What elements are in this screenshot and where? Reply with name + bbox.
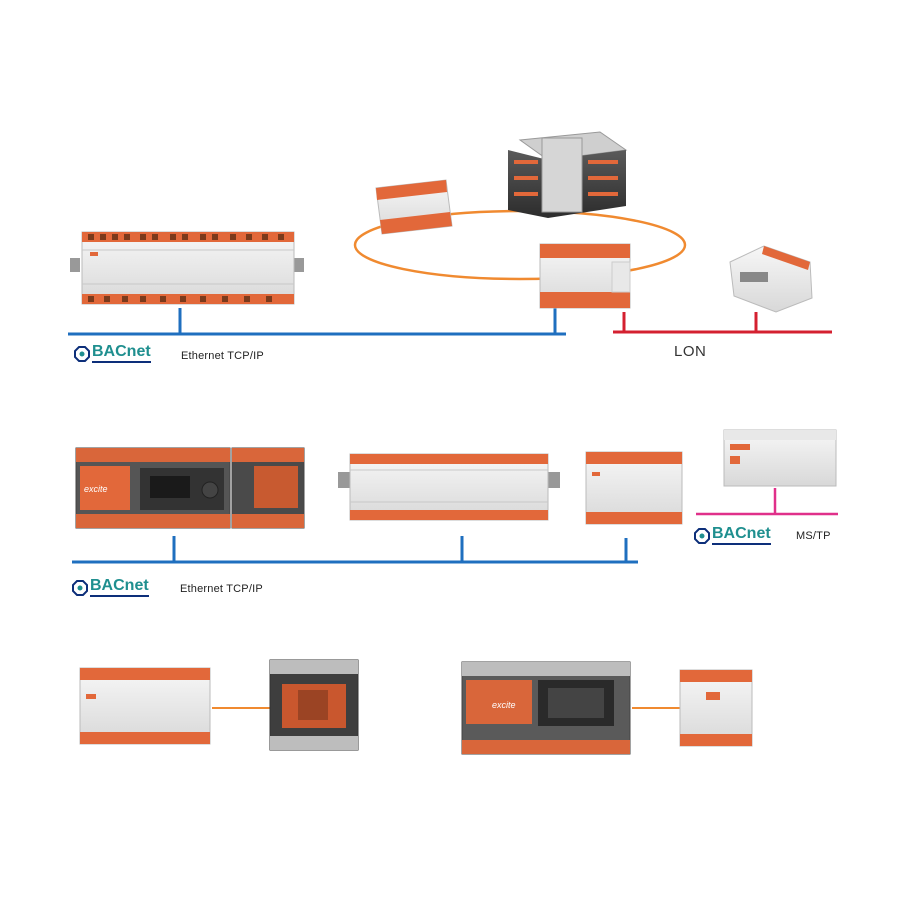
bacnet-wordmark: BACnet (92, 344, 151, 363)
bacnet-wordmark: BACnet (712, 526, 771, 545)
din-controller-bottom-left (79, 667, 211, 745)
expansion-module-dark (269, 659, 359, 751)
lon-label: LON (674, 343, 707, 360)
bacnet-logo-mstp: BACnet (694, 526, 771, 545)
excite-controller-bottom: excite (461, 661, 631, 755)
din-controller-long (338, 453, 560, 521)
io-module-bottom-right (679, 669, 753, 747)
din-controller-large (70, 231, 304, 305)
ring-module (539, 243, 631, 309)
mstp-label: MS/TP (796, 530, 831, 542)
brand-label: excite (84, 484, 108, 494)
bacnet-logo-icon (694, 527, 710, 544)
bacnet-logo-middle: BACnet (72, 578, 149, 597)
lon-module (729, 245, 813, 313)
ethernet-label-middle: Ethernet TCP/IP (180, 583, 263, 595)
rack-controller (508, 131, 628, 218)
io-module-small (375, 179, 453, 235)
bacnet-logo-icon (74, 345, 90, 362)
mstp-router (723, 429, 837, 487)
brand-label: excite (492, 700, 516, 710)
bacnet-logo-icon (72, 579, 88, 596)
bacnet-logo-top: BACnet (74, 344, 151, 363)
bacnet-wordmark: BACnet (90, 578, 149, 597)
excite-controller-with-expansion: excite (75, 447, 305, 529)
din-module-small (585, 451, 683, 525)
ethernet-label-top: Ethernet TCP/IP (181, 350, 264, 362)
